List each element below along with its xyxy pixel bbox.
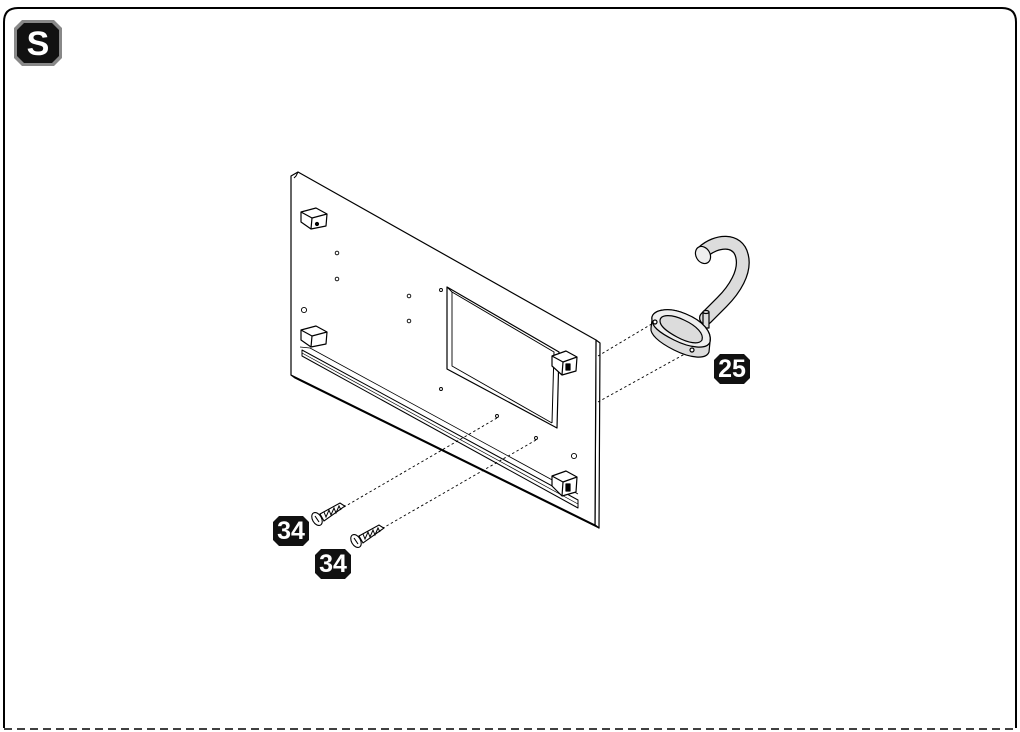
- clip-top-right: [551, 350, 578, 376]
- callout-screw-2: 34: [315, 549, 351, 579]
- hook: [650, 235, 750, 358]
- step-badge: S: [14, 20, 62, 66]
- callout-hook-label: 25: [718, 355, 746, 383]
- clip-bottom-right: [551, 470, 578, 497]
- clip-mid-left: [300, 325, 328, 348]
- callout-screw-1: 34: [273, 516, 309, 546]
- callout-screw-1-label: 34: [277, 517, 305, 545]
- mounting-panel: [290, 171, 601, 529]
- panel-slot: [301, 349, 579, 509]
- callout-screw-2-label: 34: [319, 550, 347, 578]
- step-label: S: [27, 25, 50, 63]
- callout-hook: 25: [714, 354, 750, 384]
- screw-1: [311, 502, 347, 527]
- panel-window: [446, 286, 560, 429]
- alignment-lines: [343, 321, 693, 529]
- panel-holes: [300, 250, 578, 460]
- clip-top-left: [300, 207, 328, 230]
- screw-2: [350, 524, 386, 549]
- frame-border: [3, 7, 1017, 728]
